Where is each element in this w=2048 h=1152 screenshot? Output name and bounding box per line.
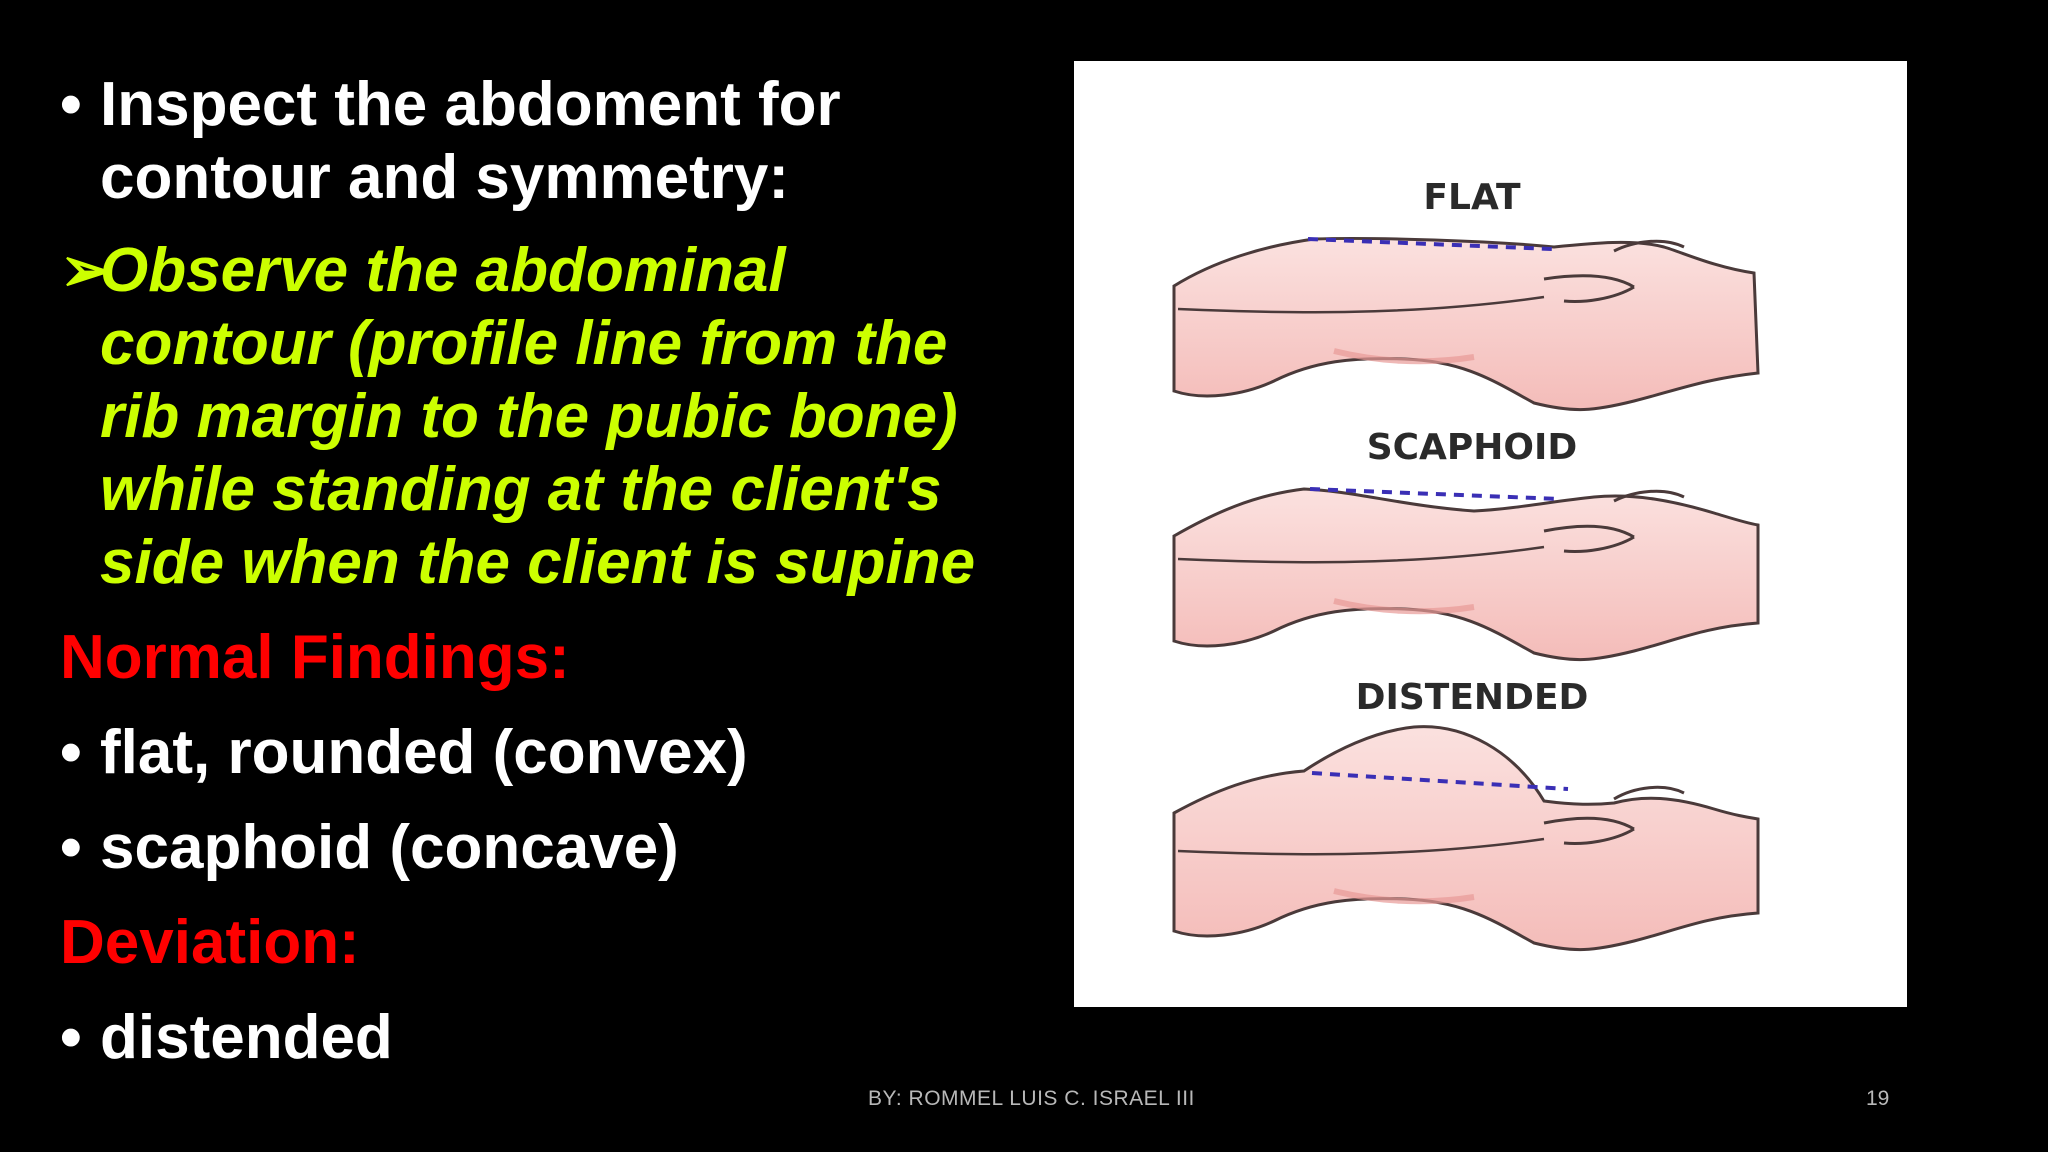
bullet-icon: • <box>60 718 82 787</box>
sub-point-line: rib margin to the pubic bone) <box>100 382 958 451</box>
scaphoid-label: SCAPHOID <box>1367 427 1578 468</box>
main-bullet: • Inspect the abdoment for contour and s… <box>60 68 1070 214</box>
distended-label: DISTENDED <box>1356 677 1589 718</box>
footer-credit: BY: ROMMEL LUIS C. ISRAEL III <box>868 1087 1195 1110</box>
sub-point-line: contour (profile line from the <box>100 309 948 378</box>
flat-label: FLAT <box>1423 177 1521 218</box>
main-bullet-line: contour and symmetry: <box>100 143 790 212</box>
scaphoid-profile: SCAPHOID <box>1172 427 1760 662</box>
normal-finding-item: • flat, rounded (convex) <box>60 716 1070 789</box>
bullet-icon: • <box>60 813 82 882</box>
deviation-item: • distended <box>60 1001 1070 1074</box>
flat-profile: FLAT <box>1172 177 1760 412</box>
distended-profile: DISTENDED <box>1172 677 1760 952</box>
normal-finding-text: flat, rounded (convex) <box>100 718 748 787</box>
bullet-icon: • <box>60 70 82 139</box>
abdominal-contour-figure: FLAT SCAPHOID DISTENDED <box>1074 61 1907 1007</box>
deviation-text: distended <box>100 1003 393 1072</box>
sub-point: ➢ Observe the abdominal contour (profile… <box>60 234 1070 599</box>
main-bullet-line: Inspect the abdoment for <box>100 70 841 139</box>
sub-point-line: Observe the abdominal <box>100 236 786 305</box>
normal-finding-text: scaphoid (concave) <box>100 813 679 882</box>
normal-findings-heading: Normal Findings: <box>60 623 570 692</box>
abdominal-contour-illustration: FLAT SCAPHOID DISTENDED <box>1172 177 1760 952</box>
deviation-heading: Deviation: <box>60 908 360 977</box>
slide-text-column: • Inspect the abdoment for contour and s… <box>60 68 1070 1074</box>
arrow-bullet-icon: ➢ <box>60 236 112 305</box>
sub-point-line: side when the client is supine <box>100 528 976 597</box>
bullet-icon: • <box>60 1003 82 1072</box>
normal-finding-item: • scaphoid (concave) <box>60 811 1070 884</box>
sub-point-line: while standing at the client's <box>100 455 942 524</box>
page-number: 19 <box>1866 1087 1890 1110</box>
